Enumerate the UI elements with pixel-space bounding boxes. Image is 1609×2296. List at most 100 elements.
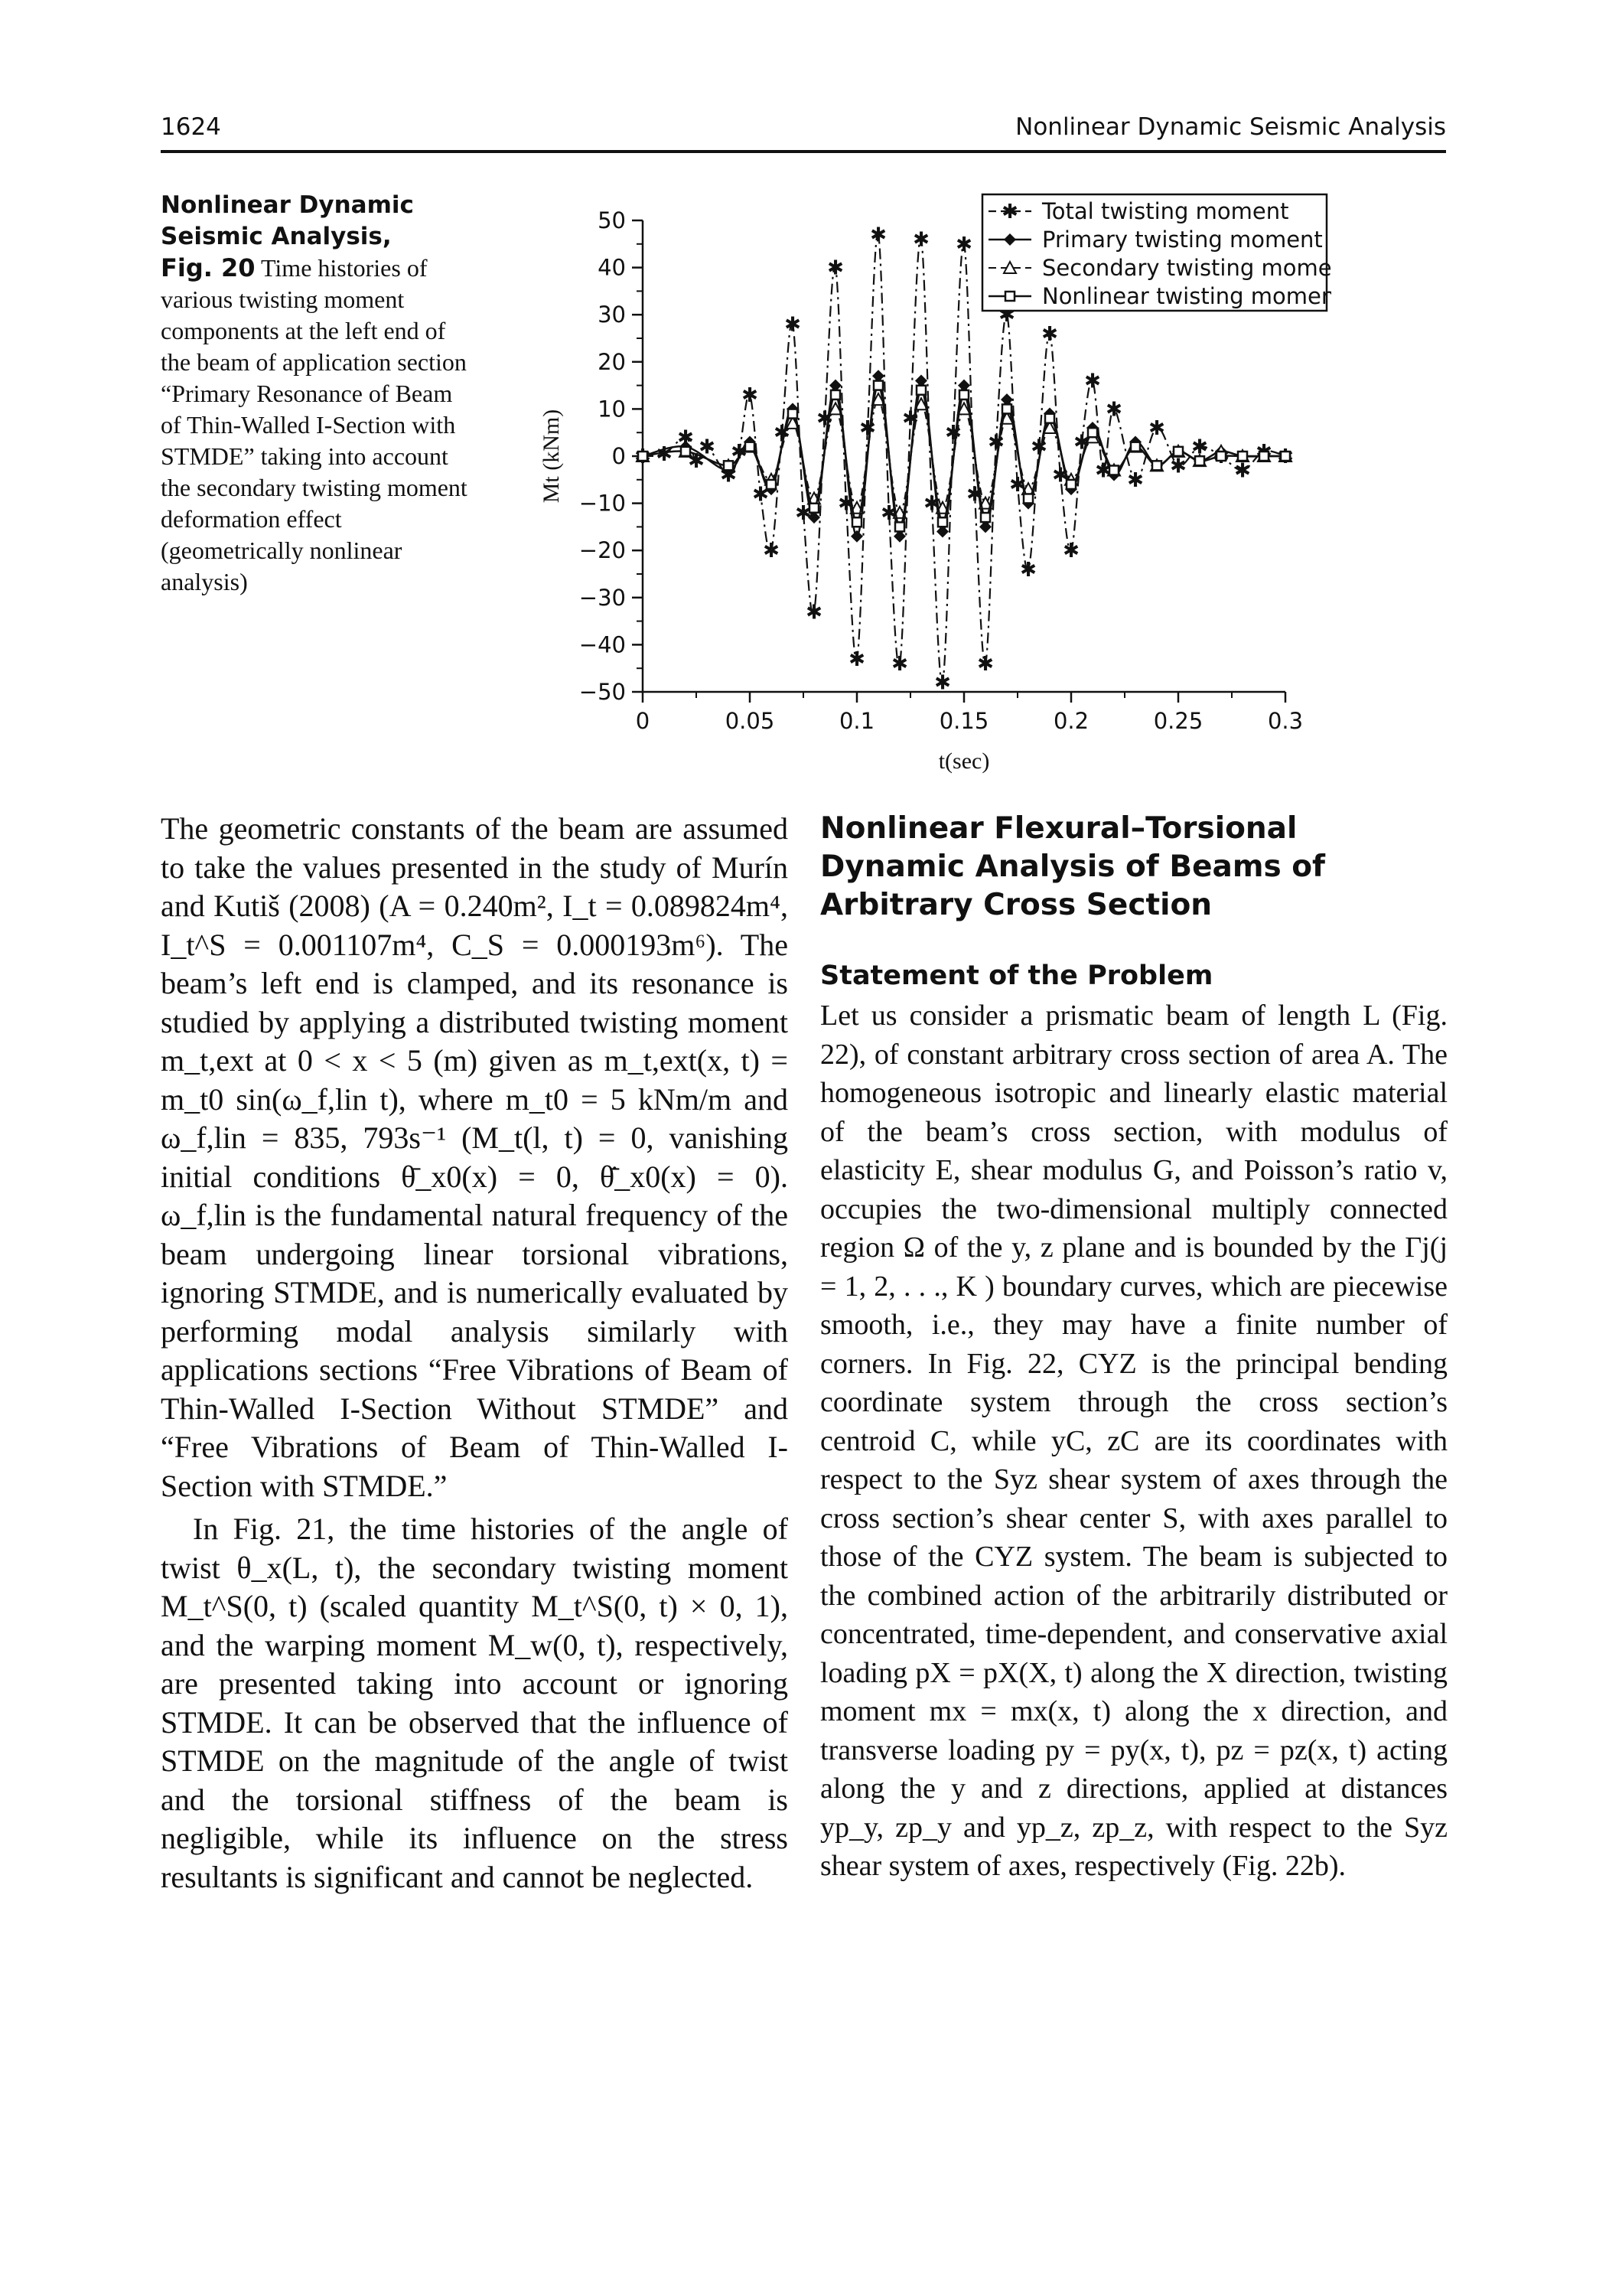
data-point-marker: ✱: [752, 483, 769, 506]
data-point-marker: ✱: [1170, 455, 1187, 478]
data-point-marker: ✱: [1106, 398, 1122, 421]
series-4: [637, 380, 1291, 533]
data-point-marker: [1172, 445, 1184, 458]
data-point-marker: [872, 380, 884, 391]
data-point-marker: ✱: [741, 384, 758, 407]
y-tick-label: −40: [579, 631, 626, 657]
data-point-marker: [1004, 290, 1016, 302]
data-point-marker: [894, 530, 906, 543]
data-point-marker: ✱: [848, 648, 865, 671]
y-tick-label: 30: [598, 302, 626, 328]
page-number: 1624: [161, 113, 221, 141]
data-point-marker: [979, 520, 992, 533]
data-point-marker: ✱: [1191, 436, 1208, 459]
data-point-marker: [828, 401, 843, 416]
caption-fig-label: Fig. 20: [161, 253, 256, 282]
left-column: The geometric constants of the beam are …: [161, 810, 788, 1896]
data-point-marker: [637, 450, 649, 462]
data-point-marker: [808, 511, 820, 524]
data-point-marker: [1086, 426, 1099, 439]
data-point-marker: [829, 379, 842, 392]
data-point-marker: ✱: [827, 257, 844, 280]
data-point-marker: ✱: [988, 432, 1005, 455]
data-point-marker: [936, 516, 949, 528]
y-tick-label: −20: [579, 537, 626, 563]
data-point-marker: [936, 525, 949, 538]
x-tick-label: 0.2: [1054, 708, 1089, 734]
y-tick-label: 0: [612, 443, 626, 469]
data-point-marker: [851, 530, 863, 543]
data-point-marker: [679, 445, 692, 458]
data-point-marker: [958, 379, 970, 392]
data-point-marker: [1258, 450, 1270, 462]
caption-heading: Nonlinear Dynamic Seismic Analysis,: [161, 191, 414, 250]
data-point-marker: [722, 460, 734, 471]
right-paragraph-1: Let us consider a prismatic beam of leng…: [820, 1000, 1448, 1882]
chart-series: ✱✱✱✱✱✱✱✱✱✱✱✱✱✱✱✱✱✱✱✱✱✱✱✱✱✱✱✱✱✱✱✱✱✱✱✱✱✱✱✱…: [634, 223, 1294, 694]
data-point-marker: [1279, 450, 1291, 462]
header-rule: [161, 150, 1446, 153]
data-point-marker: ✱: [795, 502, 812, 525]
data-point-marker: [914, 396, 929, 411]
data-point-marker: [1001, 393, 1013, 406]
subsection-title: Statement of the Problem: [820, 960, 1213, 991]
x-axis-label: t(sec): [939, 748, 990, 774]
caption-text: Time histories of various twisting momen…: [161, 254, 467, 595]
data-point-marker: [1022, 493, 1034, 504]
data-point-marker: [1044, 413, 1056, 424]
data-point-marker: [1108, 465, 1120, 476]
y-tick-label: −30: [579, 585, 626, 611]
y-tick-label: −10: [579, 491, 626, 517]
data-point-marker: [958, 389, 970, 401]
x-tick-label: 0.15: [940, 708, 989, 734]
x-tick-label: 0.1: [839, 708, 875, 734]
y-tick-label: 50: [598, 207, 626, 233]
data-point-marker: ✱: [1148, 417, 1165, 440]
data-point-marker: ✱: [784, 314, 801, 337]
data-point-marker: [1004, 233, 1016, 246]
data-point-marker: [851, 516, 863, 528]
data-point-marker: ✱: [806, 601, 822, 624]
data-point-marker: ✱: [1063, 540, 1080, 563]
data-point-marker: [808, 502, 820, 514]
data-point-marker: ✱: [859, 417, 876, 440]
data-point-marker: [765, 478, 777, 491]
y-tick-label: 10: [598, 396, 626, 422]
data-point-marker: [829, 389, 842, 401]
x-tick-label: 0.3: [1268, 708, 1303, 734]
data-point-marker: [915, 374, 927, 387]
y-tick-label: −50: [579, 679, 626, 705]
data-point-marker: ✱: [656, 443, 673, 466]
x-tick-label: 0: [636, 708, 650, 734]
data-point-marker: [872, 370, 884, 383]
data-point-marker: ✱: [870, 223, 887, 246]
data-point-marker: [915, 384, 927, 396]
data-point-marker: ✱: [677, 426, 694, 449]
data-point-marker: [1129, 441, 1142, 452]
data-point-marker: [1065, 478, 1077, 491]
x-tick-label: 0.25: [1154, 708, 1203, 734]
legend-entry: Total twisting moment: [1041, 198, 1288, 224]
legend-entry: Primary twisting moment: [1042, 227, 1323, 253]
legend-box: [981, 193, 1328, 312]
data-point-marker: ✱: [977, 653, 994, 676]
data-point-marker: [1002, 259, 1018, 274]
data-point-marker: [1151, 460, 1163, 471]
data-point-marker: ✱: [1041, 323, 1058, 346]
data-point-marker: [979, 511, 992, 523]
legend-entry: Secondary twisting moment: [1042, 255, 1331, 281]
left-paragraph-2: In Fig. 21, the time histories of the an…: [161, 1512, 788, 1894]
data-point-marker: ✱: [1002, 201, 1018, 223]
data-point-marker: ✱: [956, 233, 972, 256]
data-point-marker: ✱: [1020, 559, 1037, 582]
data-point-marker: [894, 521, 906, 533]
running-title: Nonlinear Dynamic Seismic Analysis: [1015, 113, 1446, 141]
data-point-marker: [1194, 455, 1206, 467]
data-point-marker: ✱: [1127, 469, 1144, 492]
y-tick-label: 20: [598, 349, 626, 375]
data-point-marker: ✱: [1234, 459, 1251, 482]
section-title: Nonlinear Flexural–Torsional Dynamic Ana…: [820, 811, 1326, 922]
